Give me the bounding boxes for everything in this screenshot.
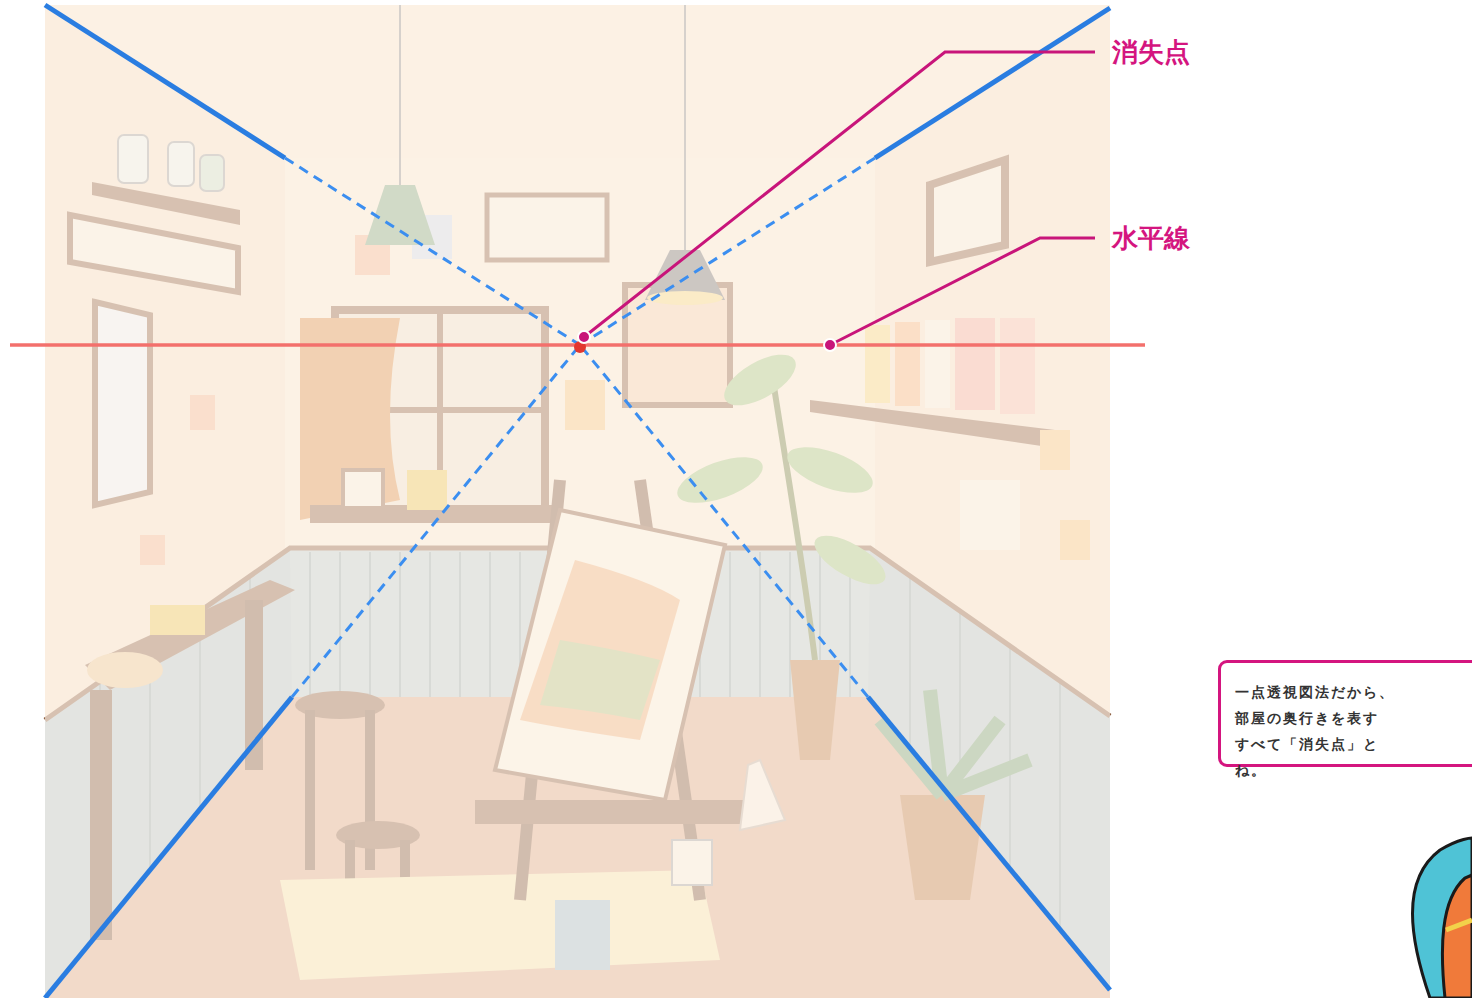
perspective-guides xyxy=(45,5,1110,998)
depth-line xyxy=(45,697,292,998)
depth-line-dashed xyxy=(292,345,580,697)
leader-line xyxy=(830,238,1095,345)
leader-dot xyxy=(824,339,836,351)
leader-line xyxy=(584,52,1095,337)
leader-lines xyxy=(584,52,1095,345)
leader-dot xyxy=(578,331,590,343)
depth-line-dashed xyxy=(580,345,868,697)
depth-line-dashed xyxy=(285,158,580,345)
fade-overlay xyxy=(45,5,1110,998)
speech-box: 一点透視図法だから、 部屋の奥行きを表す すべて「消失点」と ね。 xyxy=(1218,660,1472,767)
mascot xyxy=(1413,838,1472,998)
room-drawing xyxy=(45,5,1110,998)
depth-line xyxy=(45,5,285,158)
depth-line xyxy=(868,697,1110,990)
callout-label: 消失点 xyxy=(1112,39,1190,65)
depth-line-dashed xyxy=(580,158,875,345)
speech-text: 一点透視図法だから、 部屋の奥行きを表す すべて「消失点」と ね。 xyxy=(1235,679,1413,783)
depth-line xyxy=(875,8,1110,158)
callout-label: 水平線 xyxy=(1112,225,1190,251)
